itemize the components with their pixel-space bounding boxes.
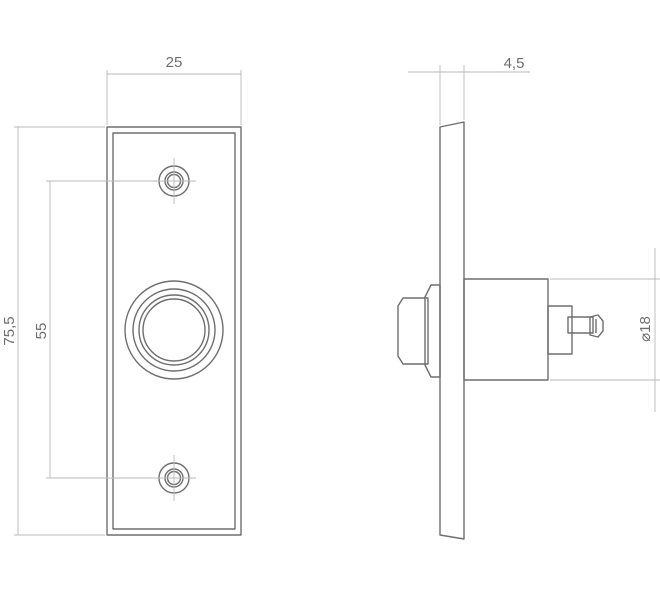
side-button xyxy=(397,297,429,365)
width-label: 25 xyxy=(166,54,183,71)
height-dimension: 75,5 xyxy=(1,126,105,536)
hole-spacing-dimension: 55 xyxy=(33,158,196,501)
side-view xyxy=(397,121,604,540)
diameter-label: ⌀18 xyxy=(637,316,654,342)
thickness-dimension: 4,5 xyxy=(408,55,530,125)
side-plate xyxy=(439,121,465,540)
thickness-label: 4,5 xyxy=(504,55,525,72)
width-dimension: 25 xyxy=(106,54,242,125)
bell-push-button xyxy=(124,280,224,380)
side-body xyxy=(463,278,549,381)
front-plate-outer xyxy=(106,126,242,536)
side-terminal-tip xyxy=(589,314,604,338)
side-contact-block xyxy=(547,305,573,355)
diameter-dimension: ⌀18 xyxy=(550,248,660,412)
front-plate-inner-edge xyxy=(112,132,236,530)
side-terminal xyxy=(567,316,594,334)
side-bezel xyxy=(424,284,441,378)
height-label: 75,5 xyxy=(1,316,18,345)
hole-spacing-label: 55 xyxy=(33,323,50,340)
